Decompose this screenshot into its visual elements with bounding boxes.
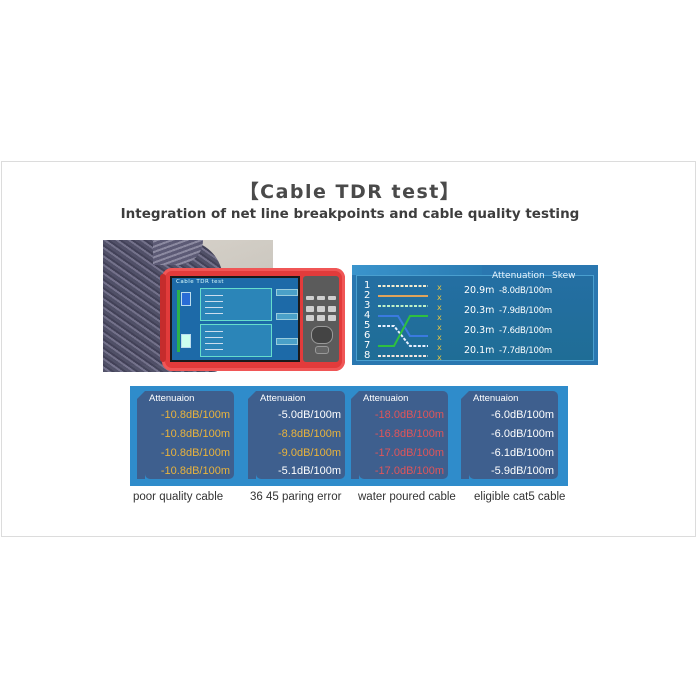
card-value: -10.8dB/100m <box>160 409 230 421</box>
card-value: -8.8dB/100m <box>278 428 341 440</box>
column-header-skew: Skew <box>552 271 576 281</box>
pair-attenuation: -7.9dB/100m <box>499 306 552 316</box>
column-header-attenuation: Attenuation <box>492 271 545 281</box>
case-card-pairing-error: Attenuaion -5.0dB/100m -8.8dB/100m -9.0d… <box>248 391 345 479</box>
card-header: Attenuaion <box>473 393 519 404</box>
pin-status-mark: x <box>437 333 442 342</box>
rj45-plug-icon <box>181 334 191 348</box>
pin-status-mark: x <box>437 293 442 302</box>
pair-distance: 20.1m <box>464 345 495 356</box>
card-value: -10.8dB/100m <box>160 447 230 459</box>
card-header: Attenuaion <box>363 393 409 404</box>
screen-button <box>276 313 298 320</box>
card-value: -6.1dB/100m <box>491 447 554 459</box>
pin-number: 5 <box>364 320 371 331</box>
card-value: -6.0dB/100m <box>491 409 554 421</box>
pair-attenuation: -7.6dB/100m <box>499 326 552 336</box>
card-value: -17.0dB/100m <box>374 465 444 477</box>
card-header: Attenuaion <box>260 393 306 404</box>
pin-number: 7 <box>364 340 371 351</box>
power-button-icon <box>315 346 329 354</box>
case-caption: 36 45 paring error <box>250 491 342 503</box>
screen-result-panel <box>200 288 272 321</box>
pair-attenuation: -8.0dB/100m <box>499 286 552 296</box>
case-card-water-poured: Attenuaion -18.0dB/100m -16.8dB/100m -17… <box>351 391 448 479</box>
case-card-poor-quality: Attenuaion -10.8dB/100m -10.8dB/100m -10… <box>137 391 234 479</box>
screen-button <box>276 338 298 345</box>
card-value: -17.0dB/100m <box>374 447 444 459</box>
tester-device: Cable TDR test <box>160 268 345 371</box>
product-photo: Cable TDR test <box>103 240 346 372</box>
card-value: -10.8dB/100m <box>160 428 230 440</box>
card-value: -5.1dB/100m <box>278 465 341 477</box>
case-card-eligible-cat5: Attenuaion -6.0dB/100m -6.0dB/100m -6.1d… <box>461 391 558 479</box>
page-subtitle: Integration of net line breakpoints and … <box>120 206 580 222</box>
case-caption: water poured cable <box>358 491 456 503</box>
card-value: -9.0dB/100m <box>278 447 341 459</box>
case-caption: poor quality cable <box>133 491 224 503</box>
pin-number: 3 <box>364 300 371 311</box>
pin-status-mark: x <box>437 283 442 292</box>
pin-number: 8 <box>364 350 371 361</box>
pin-status-mark: x <box>437 313 442 322</box>
case-caption: eligible cat5 cable <box>474 491 566 503</box>
screen-cable-line <box>177 290 180 352</box>
pin-status-mark: x <box>437 303 442 312</box>
page-title: 【Cable TDR test】 <box>239 181 461 203</box>
pair-distance: 20.9m <box>464 285 495 296</box>
pin-number: 1 <box>364 280 371 291</box>
card-value: -18.0dB/100m <box>374 409 444 421</box>
screen-result-panel <box>200 324 272 357</box>
device-bumper <box>160 274 166 362</box>
device-screen-title: Cable TDR test <box>176 279 225 285</box>
pair-attenuation: -7.7dB/100m <box>499 346 552 356</box>
rj45-plug-icon <box>181 292 191 306</box>
device-screen: Cable TDR test <box>170 276 300 362</box>
wiremap-diagram <box>378 285 428 357</box>
card-value: -16.8dB/100m <box>374 428 444 440</box>
wiremap-panel-body <box>356 275 594 361</box>
card-value: -5.0dB/100m <box>278 409 341 421</box>
pair-distance: 20.3m <box>464 305 495 316</box>
card-value: -6.0dB/100m <box>491 428 554 440</box>
pin-status-mark: x <box>437 353 442 362</box>
card-value: -5.9dB/100m <box>491 465 554 477</box>
wiremap-panel: Attenuation Skew 1 2 3 4 5 6 7 8 x x x x… <box>352 265 598 365</box>
pin-number: 2 <box>364 290 371 301</box>
card-header: Attenuaion <box>149 393 195 404</box>
screen-button <box>276 289 298 296</box>
pin-status-mark: x <box>437 323 442 332</box>
dpad-icon <box>311 326 333 344</box>
pin-number: 4 <box>364 310 371 321</box>
pin-status-mark: x <box>437 343 442 352</box>
pair-distance: 20.3m <box>464 325 495 336</box>
comparison-strip: Attenuaion -10.8dB/100m -10.8dB/100m -10… <box>130 386 568 486</box>
panel-tab-edge <box>352 265 482 275</box>
pin-number: 6 <box>364 330 371 341</box>
card-value: -10.8dB/100m <box>160 465 230 477</box>
device-keypad <box>303 276 339 362</box>
